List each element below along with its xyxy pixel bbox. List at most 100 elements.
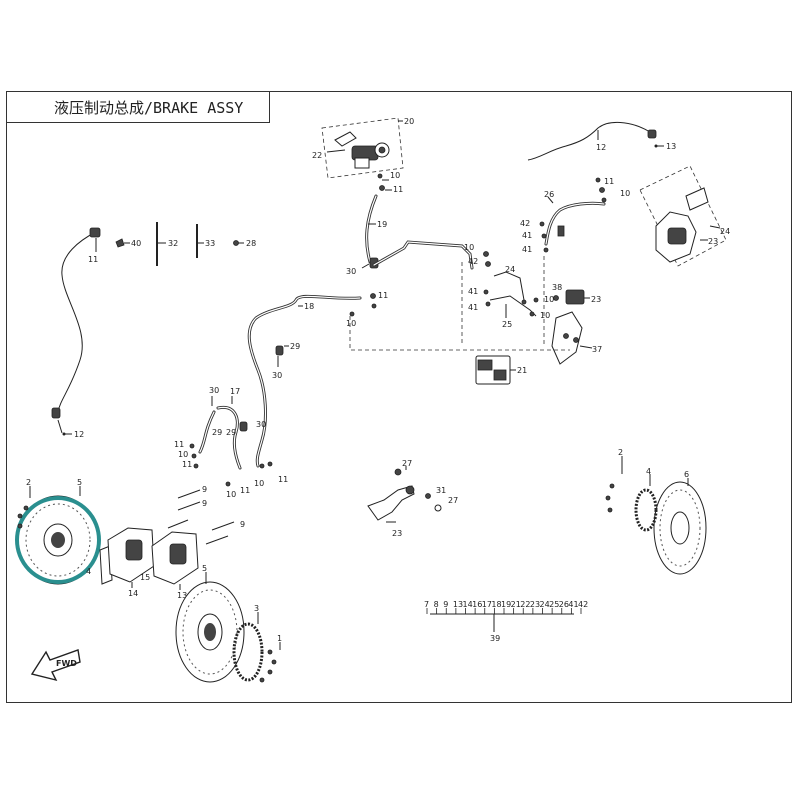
callout-4-left: 4 <box>86 567 91 576</box>
cable-tie-35[interactable] <box>156 222 166 266</box>
brake-hose-25[interactable] <box>544 201 606 246</box>
callout-19: 20 <box>404 117 414 126</box>
disc-bolts-right[interactable] <box>259 649 277 683</box>
bracket-23[interactable] <box>493 271 527 305</box>
front-master-cylinder[interactable] <box>321 117 404 179</box>
callout-31: 27 <box>448 496 458 505</box>
banjo-bolt-right[interactable] <box>595 177 607 203</box>
callout-42-center: 42 <box>468 257 478 266</box>
banjo-bolt-17[interactable] <box>349 293 377 317</box>
group39-item: 19 <box>501 600 511 609</box>
callout-30: 31 <box>436 486 446 495</box>
callout-12-right: 13 <box>666 142 676 151</box>
bleeder-valve-9[interactable] <box>189 443 199 469</box>
callout-10-c: 9 <box>240 520 245 529</box>
callout-29: 23 <box>392 529 402 538</box>
brake-hose-17[interactable] <box>247 294 362 468</box>
callout-33-16b: 29 <box>226 428 236 437</box>
callout-10-b: 9 <box>202 499 207 508</box>
abs-connector-22[interactable] <box>565 289 590 305</box>
callout-34-16: 30 <box>209 386 219 395</box>
clip-40[interactable] <box>115 238 130 248</box>
caliper-15[interactable] <box>107 527 155 583</box>
callout-8-lower: 11 <box>278 475 288 484</box>
callout-8-left: 11 <box>182 460 192 469</box>
callout-2: 2 <box>26 478 31 487</box>
callout-7-lower: 10 <box>254 479 264 488</box>
callout-9: 11 <box>174 440 184 449</box>
callout-7-right: 10 <box>620 189 630 198</box>
callout-41-center-b: 41 <box>468 303 478 312</box>
cable-tie-36[interactable] <box>196 224 204 258</box>
bolt-group-24[interactable] <box>529 297 539 317</box>
callout-6: 6 <box>684 470 689 479</box>
group39-item: 26 <box>559 600 569 609</box>
sensor-wire-right[interactable] <box>527 122 657 161</box>
banjo-bolt-lower[interactable] <box>225 461 273 487</box>
abs-bracket-37[interactable] <box>551 311 593 365</box>
hose-clamp-16[interactable] <box>239 421 248 432</box>
callout-2-rear: 2 <box>618 448 623 457</box>
sensor-wire-left[interactable] <box>51 227 101 419</box>
callout-41-center-a: 41 <box>468 287 478 296</box>
callout-18: 19 <box>377 220 387 229</box>
bolt-32[interactable] <box>233 240 245 246</box>
callout-11-right: 12 <box>596 143 606 152</box>
fwd-label: FWD <box>56 659 77 668</box>
banjo-bolt-upper[interactable] <box>377 173 392 191</box>
callout-33-16: 29 <box>212 428 222 437</box>
rear-brake-pedal[interactable] <box>367 468 415 521</box>
forward-direction-arrow: FWD <box>30 649 81 682</box>
hose-clamp-33-34[interactable] <box>275 345 289 356</box>
group39-item: 41 <box>568 600 578 609</box>
caliper-bolts-10[interactable] <box>167 489 235 545</box>
abs-unit-21[interactable] <box>475 355 511 385</box>
brake-hose-18[interactable] <box>365 194 378 264</box>
callout-7-center: 10 <box>464 243 474 252</box>
pedal-nut-30-31[interactable] <box>425 493 442 512</box>
callout-14: 14 <box>128 589 138 598</box>
callout-3: 3 <box>254 604 259 613</box>
callout-7-left: 10 <box>178 450 188 459</box>
callout-34-upper: 30 <box>346 267 356 276</box>
brake-hose-16[interactable] <box>198 405 242 470</box>
brake-pipe-24[interactable] <box>489 295 537 317</box>
callout-37: 37 <box>592 345 602 354</box>
abs-tone-ring-3[interactable] <box>232 622 264 682</box>
group39-item: 42 <box>578 600 588 609</box>
group39-item: 21 <box>511 600 521 609</box>
rear-brake-caliper[interactable] <box>639 165 727 267</box>
group39-item: 22 <box>520 600 530 609</box>
nut-group-center[interactable] <box>483 251 491 307</box>
front-brake-disc-left[interactable] <box>17 495 99 585</box>
callout-39: 39 <box>490 634 500 643</box>
callout-7-24a: 10 <box>544 295 554 304</box>
nut-group-41-42[interactable] <box>539 221 565 253</box>
front-brake-disc-right[interactable] <box>175 581 245 683</box>
callout-27: 24 <box>720 227 730 236</box>
rear-disc-bolts[interactable] <box>605 456 623 513</box>
group39-item: 13 <box>453 600 463 609</box>
callout-7-17: 10 <box>346 319 356 328</box>
callout-7-lower2: 10 <box>226 490 236 499</box>
group39-item: 18 <box>491 600 501 609</box>
page-title: 液压制动总成/BRAKE ASSY <box>54 99 244 117</box>
callout-8-upper: 11 <box>393 185 403 194</box>
callout-32: 28 <box>246 239 256 248</box>
diagram-frame <box>6 91 792 703</box>
callout-41-a: 41 <box>522 231 532 240</box>
brake-pipe-main[interactable] <box>372 240 474 270</box>
callout-16: 17 <box>230 387 240 396</box>
callout-5-right: 5 <box>202 564 207 573</box>
rear-brake-disc[interactable] <box>653 481 707 575</box>
group39-item: 9 <box>443 600 448 609</box>
disc-bolts-left[interactable] <box>17 505 29 529</box>
callout-33-mid: 29 <box>290 342 300 351</box>
callout-5-left: 5 <box>77 478 82 487</box>
caliper-13[interactable] <box>151 531 199 585</box>
callout-13: 13 <box>177 591 187 600</box>
callout-20: 22 <box>312 151 322 160</box>
bolt-38[interactable] <box>553 295 559 301</box>
rear-tone-ring-4[interactable] <box>634 488 658 532</box>
